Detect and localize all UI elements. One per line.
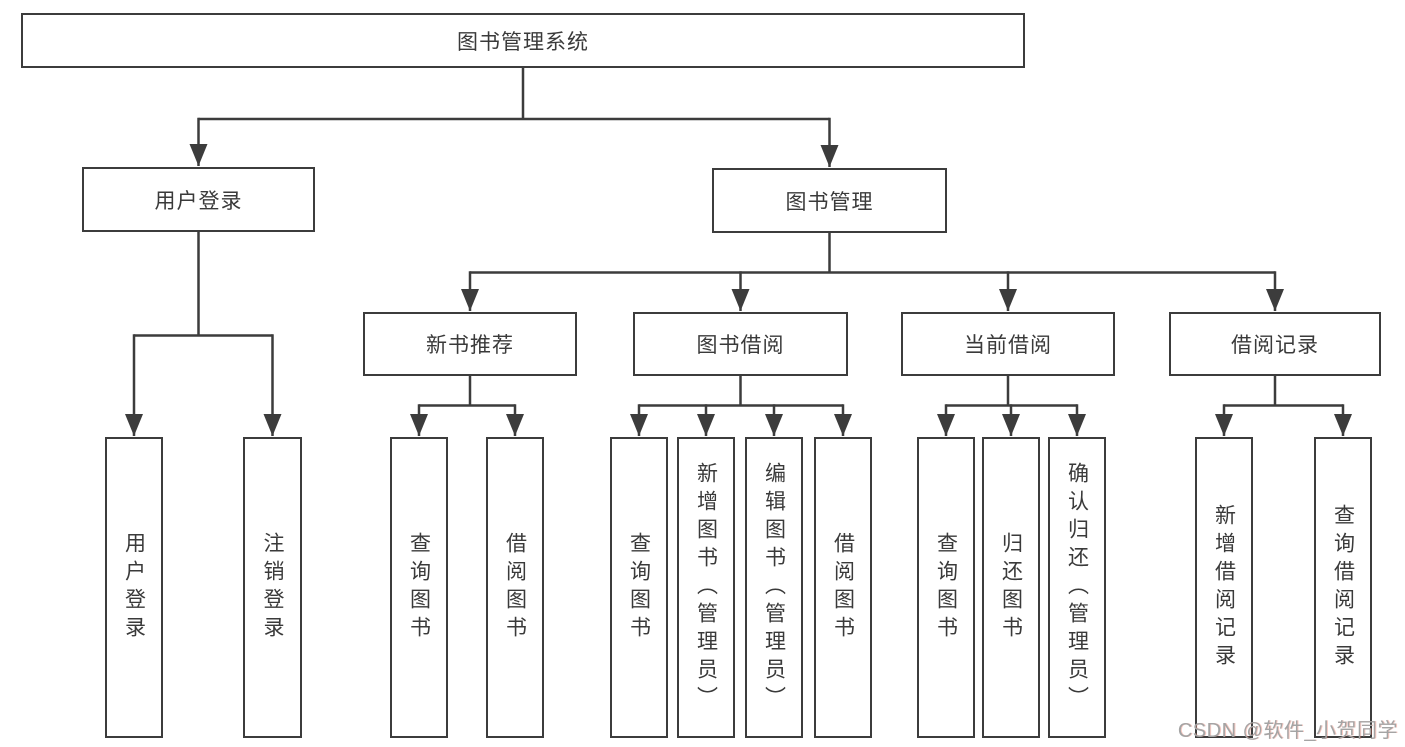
leaf-add-borrow-record-label: 新增借阅记录	[1212, 503, 1236, 672]
leaf-edit-book-admin-label: 编辑图书（管理员）	[762, 461, 786, 714]
edges-current-borrowing-to-leaves	[937, 376, 1086, 436]
leaf-borrow-books-recommend: 借阅图书	[486, 437, 544, 738]
leaf-add-borrow-record: 新增借阅记录	[1195, 437, 1253, 738]
node-book-borrowing: 图书借阅	[633, 312, 848, 376]
leaf-query-books-current-label: 查询图书	[934, 531, 958, 644]
leaf-query-books-borrowing-label: 查询图书	[627, 531, 651, 644]
leaf-return-book: 归还图书	[982, 437, 1040, 738]
node-current-borrowing: 当前借阅	[901, 312, 1115, 376]
node-book-management: 图书管理	[712, 168, 947, 233]
leaf-query-books-recommend-label: 查询图书	[407, 531, 431, 644]
leaf-borrow-books-borrowing: 借阅图书	[814, 437, 872, 738]
node-root: 图书管理系统	[21, 13, 1025, 68]
leaf-query-borrow-record-label: 查询借阅记录	[1331, 503, 1355, 672]
leaf-confirm-return-admin: 确认归还（管理员）	[1048, 437, 1106, 738]
leaf-return-book-label: 归还图书	[999, 531, 1023, 644]
edges-root-to-level2	[189, 68, 839, 167]
watermark: CSDN @软件_小贺同学	[1177, 720, 1398, 742]
node-new-book-recommend: 新书推荐	[363, 312, 577, 376]
leaf-query-books-current: 查询图书	[917, 437, 975, 738]
leaf-borrow-books-recommend-label: 借阅图书	[503, 531, 527, 644]
edges-book-management-to-level3	[461, 233, 1284, 311]
leaf-query-books-borrowing: 查询图书	[610, 437, 668, 738]
leaf-add-book-admin: 新增图书（管理员）	[677, 437, 735, 738]
leaf-query-borrow-record: 查询借阅记录	[1314, 437, 1372, 738]
leaf-query-books-recommend: 查询图书	[390, 437, 448, 738]
leaf-user-login-label: 用户登录	[122, 531, 146, 644]
leaf-logout-label: 注销登录	[261, 531, 284, 644]
leaf-borrow-books-borrowing-label: 借阅图书	[831, 531, 855, 644]
edges-new-book-recommend-to-leaves	[410, 376, 524, 436]
edges-borrowing-records-to-leaves	[1215, 376, 1352, 436]
leaf-edit-book-admin: 编辑图书（管理员）	[745, 437, 803, 738]
edges-book-borrowing-to-leaves	[630, 376, 852, 436]
leaf-confirm-return-admin-label: 确认归还（管理员）	[1065, 461, 1089, 714]
leaf-user-login: 用户登录	[105, 437, 163, 738]
edges-user-login-to-leaves	[125, 232, 282, 436]
leaf-logout: 注销登录	[243, 437, 302, 738]
leaf-add-book-admin-label: 新增图书（管理员）	[694, 461, 718, 714]
node-borrowing-records: 借阅记录	[1169, 312, 1381, 376]
node-user-login: 用户登录	[82, 167, 315, 232]
